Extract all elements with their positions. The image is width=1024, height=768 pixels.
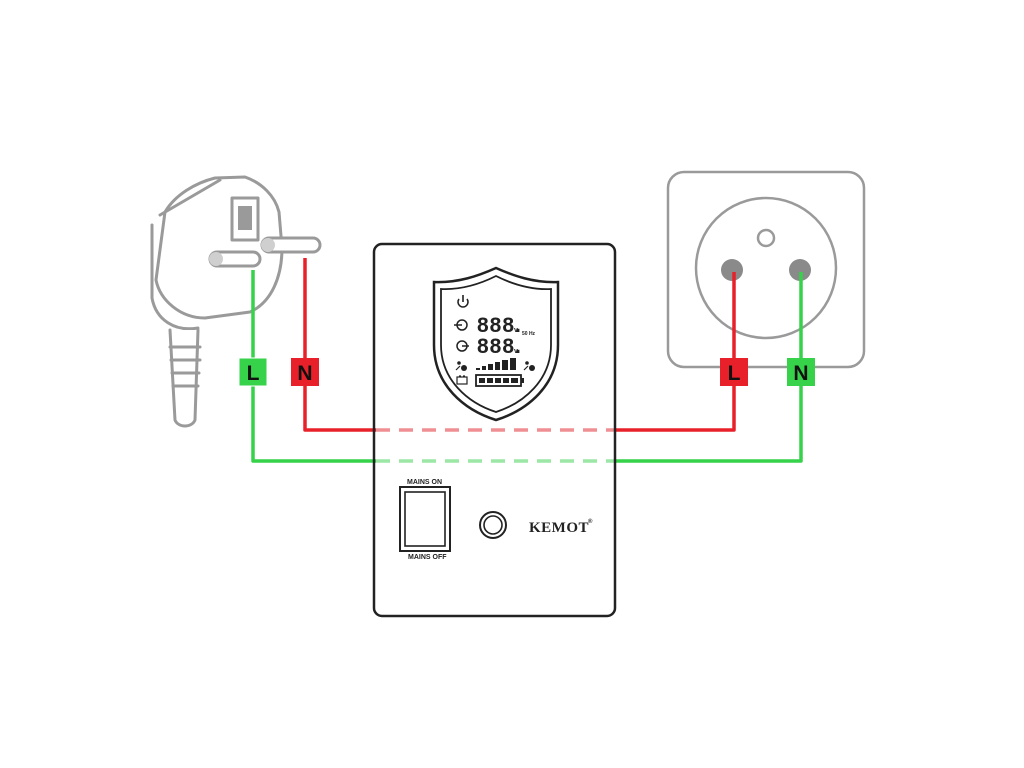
- socket-ground-hole: [756, 228, 776, 248]
- svg-text:N: N: [297, 362, 312, 385]
- round-button-icon[interactable]: [479, 511, 507, 539]
- load-icon-left: [455, 361, 467, 371]
- plug-live-badge: L: [238, 357, 268, 387]
- svg-text:L: L: [247, 362, 260, 385]
- mains-off-label: MAINS OFF: [408, 554, 447, 561]
- socket-neutral-badge: N: [787, 358, 815, 386]
- battery-level-bar: [475, 374, 524, 387]
- input-icon: [454, 319, 468, 331]
- svg-text:L: L: [728, 362, 741, 385]
- schuko-plug-illustration: [150, 175, 322, 428]
- socket-red-wire-lower: [615, 386, 736, 432]
- plug-neutral-badge: N: [291, 358, 319, 386]
- display-shield: 888. v 50 Hz 888. v: [432, 266, 560, 422]
- brand-registered-mark: ®: [588, 518, 593, 525]
- battery-icon: [456, 375, 468, 385]
- wall-socket-illustration: [666, 170, 866, 369]
- load-level-bars: [476, 358, 516, 370]
- output-icon: [456, 340, 469, 352]
- power-icon: [457, 295, 469, 308]
- input-voltage-digits: 888.: [477, 314, 522, 337]
- frequency-readout: 50 Hz: [522, 331, 536, 337]
- voltage-stabilizer-device: 888. v 50 Hz 888. v: [372, 242, 617, 618]
- socket-live-badge: L: [720, 358, 748, 386]
- socket-hole-left: [721, 259, 743, 281]
- plug-live-wire-lower: [251, 386, 376, 463]
- socket-green-wire-lower: [615, 386, 803, 463]
- input-voltage-unit: v: [514, 327, 518, 334]
- socket-hole-right: [789, 259, 811, 281]
- output-voltage-unit: v: [514, 348, 518, 355]
- wires: [251, 258, 803, 463]
- mains-on-label: MAINS ON: [407, 479, 442, 486]
- brand-logo: KEMOT: [529, 520, 589, 536]
- plug-neutral-wire-lower: [303, 386, 376, 432]
- mains-switch[interactable]: [399, 486, 451, 552]
- load-icon-right: [523, 361, 535, 371]
- svg-text:N: N: [793, 362, 808, 385]
- output-voltage-digits: 888.: [477, 335, 522, 358]
